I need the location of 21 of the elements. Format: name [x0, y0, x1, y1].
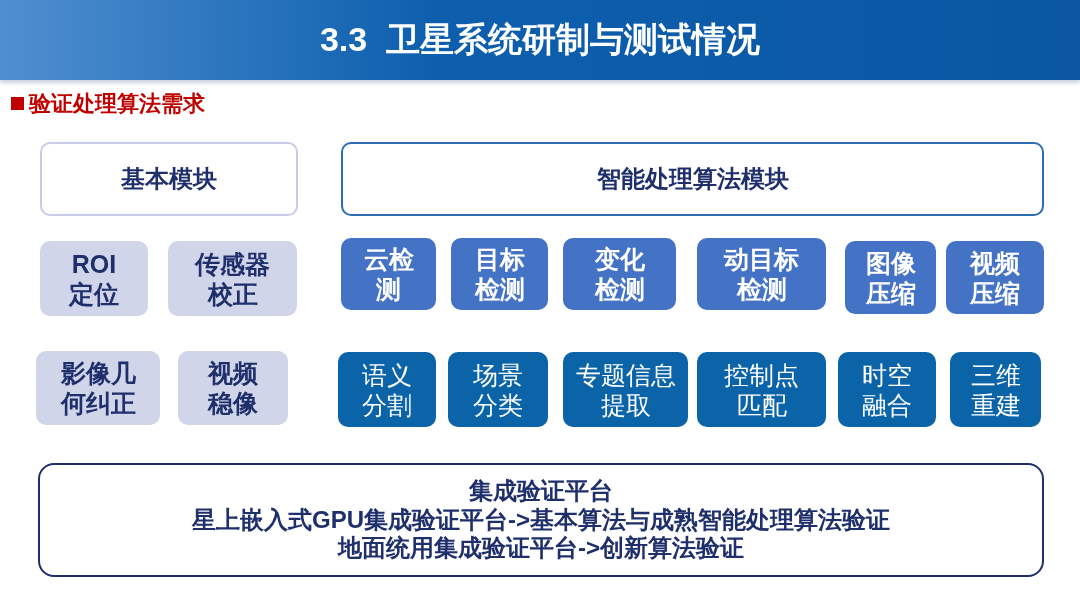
- algorithm-box: 变化检测: [563, 238, 676, 310]
- algorithm-box: 专题信息提取: [563, 352, 688, 427]
- algorithm-box: 云检测: [341, 238, 436, 310]
- module-box: 影像几何纠正: [36, 351, 160, 425]
- module-box: 视频稳像: [178, 351, 288, 425]
- module-header-box: 基本模块: [40, 142, 298, 216]
- algorithm-box: 控制点匹配: [697, 352, 826, 427]
- module-box: 传感器校正: [168, 241, 297, 316]
- algorithm-box: 视频压缩: [946, 241, 1044, 314]
- module-header-box: 智能处理算法模块: [341, 142, 1044, 216]
- title-banner: 3.3 卫星系统研制与测试情况: [0, 0, 1080, 80]
- platform-box: 集成验证平台 星上嵌入式GPU集成验证平台->基本算法与成熟智能处理算法验证 地面统用集成验证平台->创新算法验证: [38, 463, 1044, 577]
- algorithm-box: 场景分类: [448, 352, 548, 427]
- algorithm-box: 图像压缩: [845, 241, 936, 314]
- module-box: ROI定位: [40, 241, 148, 316]
- algorithm-box: 目标检测: [451, 238, 548, 310]
- algorithm-box: 动目标检测: [697, 238, 826, 310]
- algorithm-box: 时空融合: [838, 352, 936, 427]
- algorithm-box: 语义分割: [338, 352, 436, 427]
- section-heading: 验证处理算法需求: [29, 90, 205, 118]
- algorithm-box: 三维重建: [950, 352, 1041, 427]
